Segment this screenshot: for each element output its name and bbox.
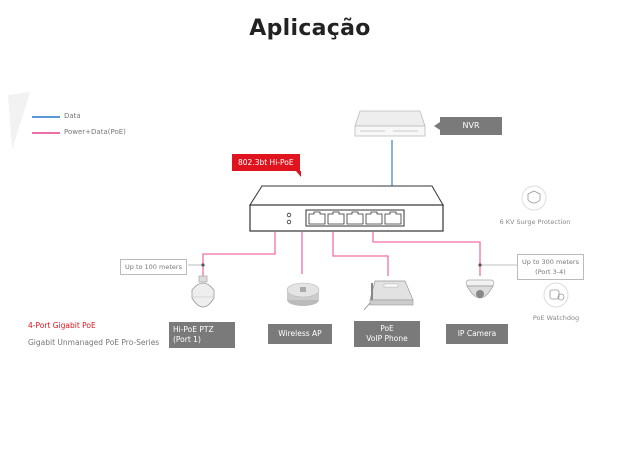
poe-line-camera — [372, 232, 481, 276]
product-name: 4-Port Gigabit PoE — [28, 321, 96, 330]
voip-phone-icon — [363, 280, 414, 311]
watermark-shape — [8, 92, 30, 150]
surge-shield-icon — [521, 185, 547, 211]
wireless-ap-icon — [286, 282, 320, 306]
distance-note-line1: Up to 300 meters — [522, 258, 579, 266]
device-tag-phone-line1: PoE — [380, 324, 394, 333]
ptz-camera-icon — [191, 275, 215, 308]
nvr-label: NVR — [440, 117, 502, 135]
legend-poe-label: Power+Data(PoE) — [64, 128, 126, 136]
distance-note-line2: (Port 3-4) — [535, 268, 566, 276]
device-tag-ptz-line2: (Port 1) — [173, 335, 201, 344]
device-tag-voip-phone: PoE VoIP Phone — [354, 321, 420, 347]
device-tag-phone-line2: VoIP Phone — [366, 334, 408, 343]
device-tag-ptz: Hi-PoE PTZ (Port 1) — [169, 322, 235, 348]
distance-note-port1: Up to 100 meters — [120, 259, 187, 275]
device-tag-wireless-ap: Wireless AP — [268, 324, 332, 344]
device-tag-ip-camera: IP Camera — [446, 324, 508, 344]
junction-dot-2 — [478, 263, 482, 267]
hipoe-badge: 802.3bt Hi-PoE — [232, 154, 300, 171]
page-title: Aplicação — [249, 16, 371, 41]
poe-line-ptz — [202, 232, 276, 276]
nvr-device-icon — [354, 110, 426, 137]
product-series: Gigabit Unmanaged PoE Pro-Series — [28, 338, 160, 347]
nvr-tail — [434, 122, 440, 130]
device-tag-ptz-line1: Hi-PoE PTZ — [173, 325, 214, 334]
poe-watchdog-label: PoE Watchdog — [532, 314, 580, 322]
legend-data-label: Data — [64, 112, 81, 120]
poe-line-phone — [332, 232, 389, 276]
dome-camera-icon — [465, 279, 495, 299]
legend-poe-swatch — [32, 132, 60, 134]
junction-dot-1 — [201, 263, 205, 267]
legend-data-swatch — [32, 116, 60, 118]
badge-tail — [296, 171, 301, 177]
watchdog-icon — [543, 282, 569, 308]
poe-switch-icon — [249, 185, 444, 232]
surge-protection-label: 6 KV Surge Protection — [499, 218, 571, 226]
distance-note-port34: Up to 300 meters (Port 3-4) — [517, 254, 584, 280]
